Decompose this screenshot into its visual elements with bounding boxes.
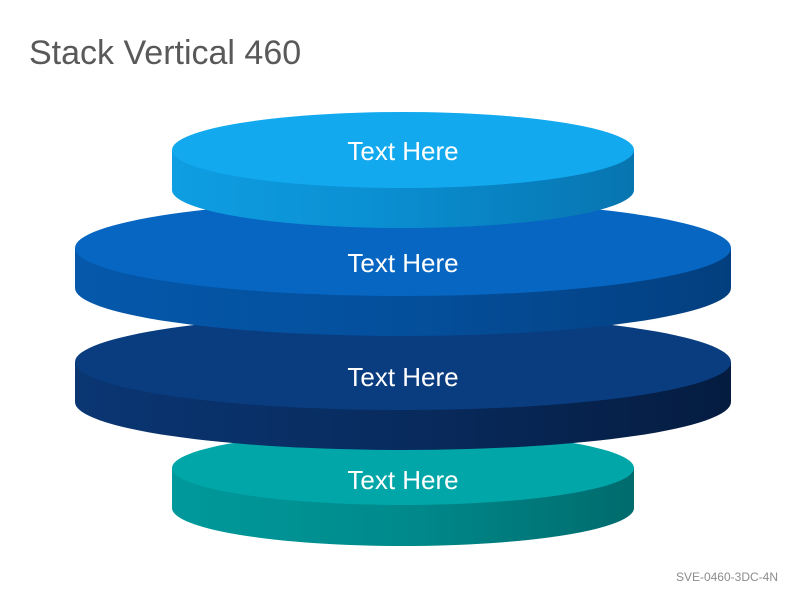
layer-4-top [172, 431, 634, 505]
layer-2-label: Text Here [347, 248, 458, 278]
layer-3-top [75, 314, 731, 410]
layer-2-top [75, 200, 731, 296]
slide-code: SVE-0460-3DC-4N [675, 570, 778, 584]
layer-4-label: Text Here [347, 465, 458, 495]
stack-layer-3: Text Here [75, 314, 731, 450]
layer-3-label: Text Here [347, 362, 458, 392]
stack-layer-1: Text Here [172, 112, 634, 228]
layer-1-top [172, 112, 634, 188]
stack-layer-2: Text Here [75, 200, 731, 336]
stack-layer-4: Text Here [172, 431, 634, 546]
layer-1-label: Text Here [347, 136, 458, 166]
slide-title: Stack Vertical 460 [29, 34, 302, 72]
